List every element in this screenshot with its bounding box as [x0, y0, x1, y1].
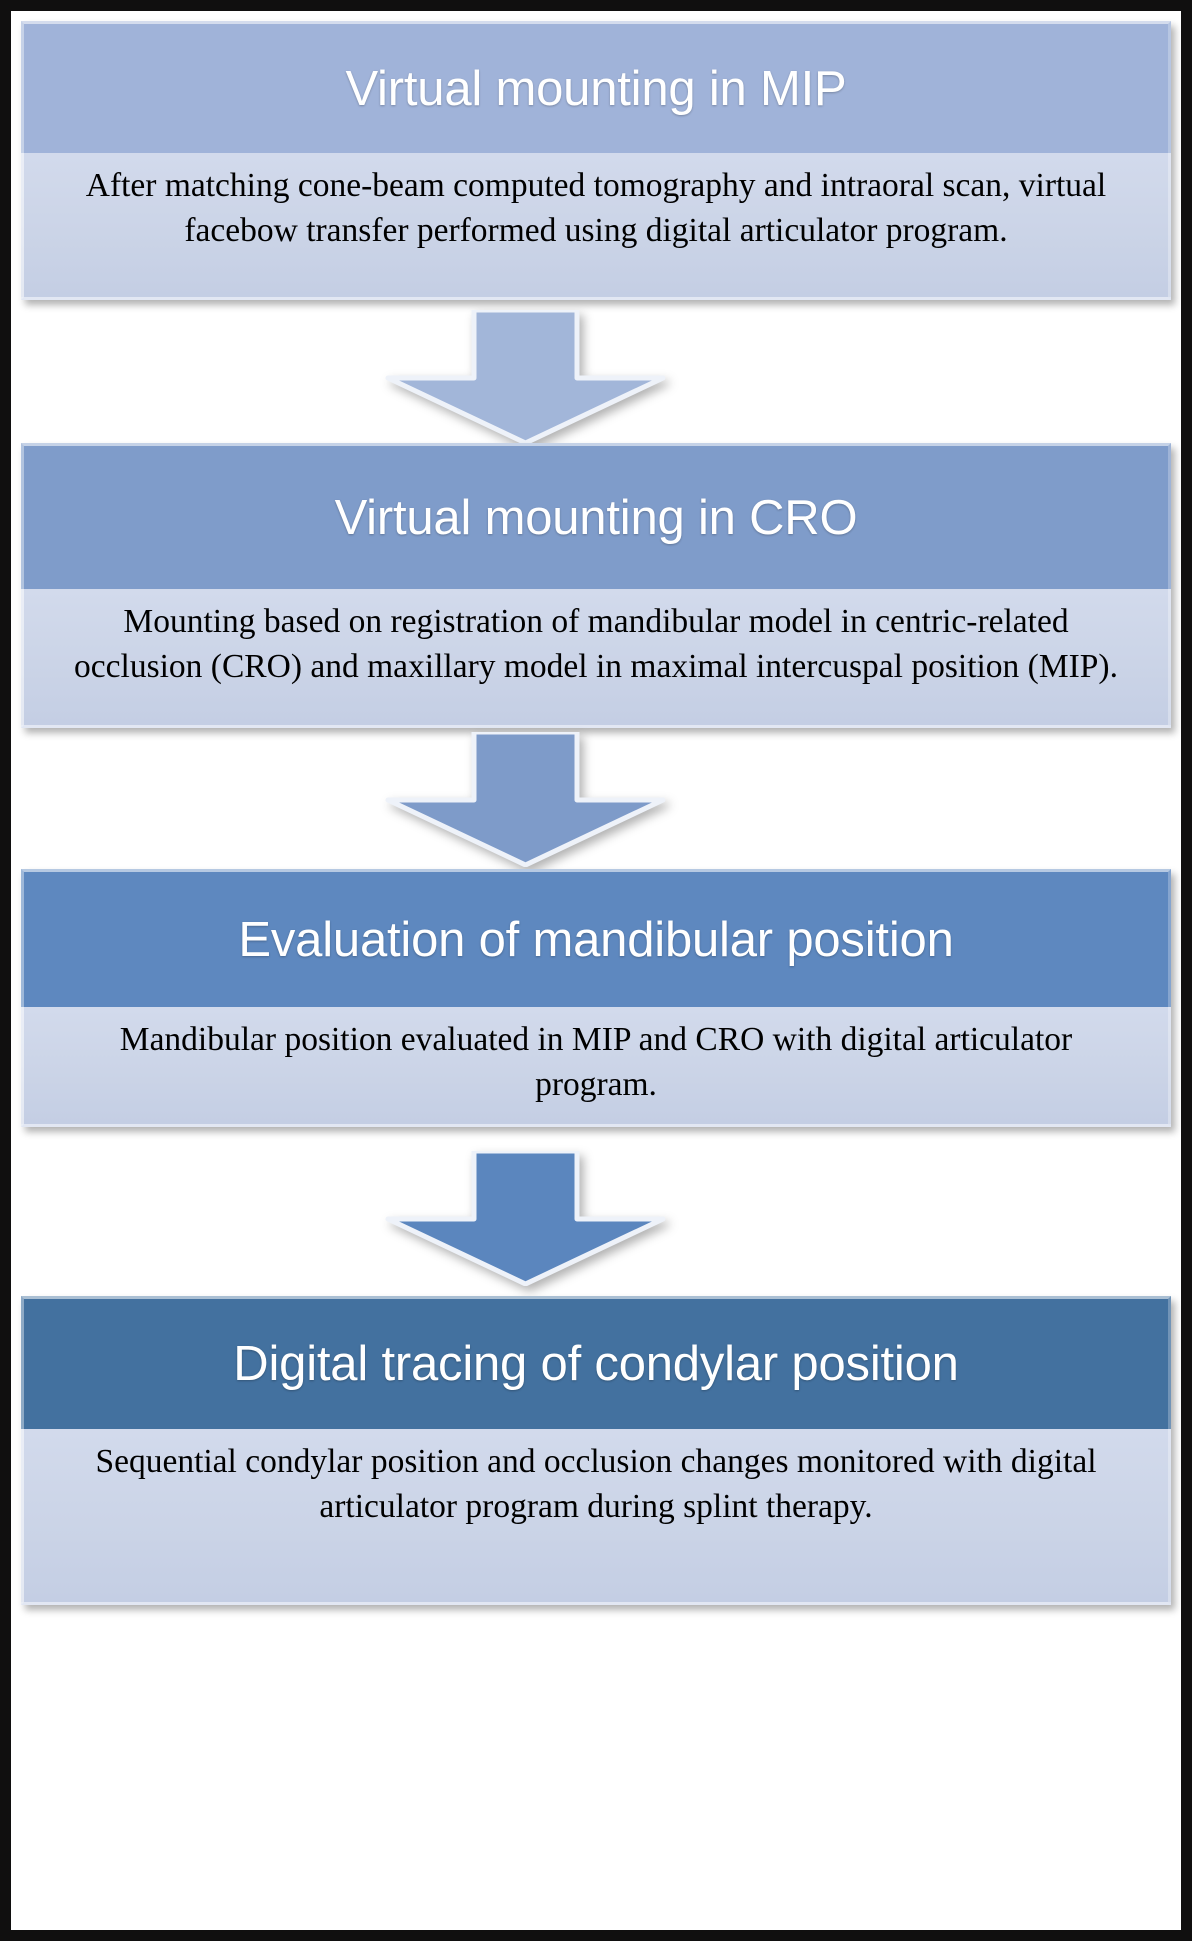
down-arrow-glyph-2 — [385, 732, 666, 867]
flow-step-2-title: Virtual mounting in CRO — [21, 443, 1171, 589]
down-arrow-icon — [384, 310, 667, 445]
down-arrow-glyph-1 — [385, 310, 666, 445]
flow-step-3-description: Mandibular position evaluated in MIP and… — [119, 1021, 1073, 1103]
flow-step-4-body: Sequential condylar position and occlusi… — [21, 1429, 1171, 1605]
flow-step-4-title: Digital tracing of condylar position — [21, 1296, 1171, 1429]
down-arrow-glyph-3 — [385, 1151, 666, 1286]
flow-step-2-description: Mounting based on registration of mandib… — [74, 603, 1118, 685]
flow-step-1-description: After matching cone-beam computed tomogr… — [85, 167, 1107, 249]
flow-step-3-body: Mandibular position evaluated in MIP and… — [21, 1007, 1171, 1127]
flow-step-1-body: After matching cone-beam computed tomogr… — [21, 153, 1171, 300]
flow-step-3: Evaluation of mandibular position Mandib… — [21, 869, 1171, 1127]
flow-step-4-description: Sequential condylar position and occlusi… — [95, 1443, 1097, 1525]
flow-step-2-body: Mounting based on registration of mandib… — [21, 589, 1171, 728]
flow-step-4: Digital tracing of condylar position Seq… — [21, 1296, 1171, 1605]
flow-step-1: Virtual mounting in MIP After matching c… — [21, 21, 1171, 300]
flow-step-3-title: Evaluation of mandibular position — [21, 869, 1171, 1007]
flow-step-1-title: Virtual mounting in MIP — [21, 21, 1171, 153]
down-arrow-icon — [384, 1151, 667, 1286]
down-arrow-icon — [384, 732, 667, 867]
flow-step-2: Virtual mounting in CRO Mounting based o… — [21, 443, 1171, 728]
flowchart-container: Virtual mounting in MIP After matching c… — [11, 11, 1181, 1930]
